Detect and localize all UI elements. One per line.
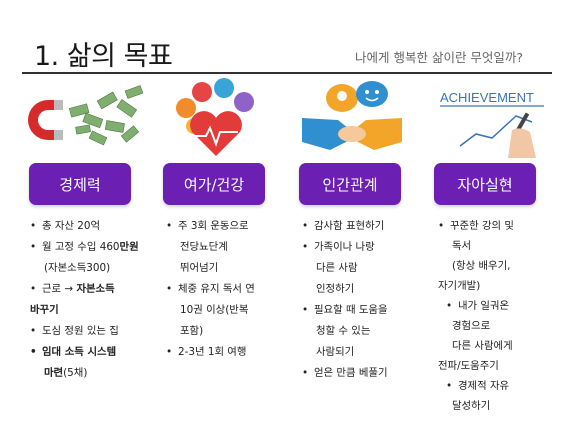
list-item-cont: 청할 수 있는 <box>316 325 371 337</box>
list-item: 총 자산 20억 <box>30 216 139 237</box>
list-item-cont: 10권 이상(반복 <box>180 304 249 316</box>
self-list: 꾸준한 강의 및 독서 (항상 배우기, 자기개발) 내가 일궈온 경험으로 다… <box>438 216 514 416</box>
list-item: 경제적 자유 <box>438 376 514 396</box>
drink-icon <box>234 92 254 112</box>
achievement-text: ACHIEVEMENT <box>440 90 534 105</box>
list-item: 얻은 만큼 베풀기 <box>302 363 388 384</box>
list-item: 임대 소득 시스템 <box>30 342 139 363</box>
list-item-cont: 사람되기 <box>316 346 355 358</box>
category-leisure-health: 여가/건강 <box>163 163 265 205</box>
page-title: 1. 삶의 목표 <box>34 41 173 72</box>
handshake-image <box>302 81 402 150</box>
list-item-cont: (항상 배우기, <box>452 260 511 272</box>
list-item-cont: 바꾸기 <box>30 304 59 316</box>
list-item-cont: 자기개발) <box>438 280 481 292</box>
list-item: 가족이나 나랑 <box>302 237 388 258</box>
leisure-list: 주 3회 운동으로 전당뇨단계 뛰어넘기 체중 유지 독서 연 10권 이상(반… <box>166 216 255 363</box>
magnet-money-image <box>28 85 144 146</box>
magnet-icon <box>28 100 63 140</box>
list-item-cont: 뛰어넘기 <box>180 262 219 274</box>
list-item: 2-3년 1회 여행 <box>166 342 255 363</box>
list-item-cont: (자본소득300) <box>44 262 111 274</box>
list-item: 체중 유지 독서 연 <box>166 279 255 300</box>
apple-icon <box>192 82 212 102</box>
list-item-cont: 다른 사람 <box>316 262 358 274</box>
list-item: 내가 일궈온 <box>438 296 514 316</box>
list-item-cont: 전당뇨단계 <box>180 241 228 253</box>
title-divider <box>22 72 552 74</box>
money-icon <box>68 85 144 146</box>
list-item: 월 고정 수입 460만원 <box>30 237 139 258</box>
list-item: 꾸준한 강의 및 <box>438 216 514 236</box>
list-item-cont: 다른 사람에게 <box>452 340 513 352</box>
smile-bubble-icon <box>356 81 388 107</box>
hand-pen-icon <box>508 112 536 158</box>
handshake-icon <box>302 118 402 150</box>
list-item-cont: 마련(5채) <box>44 367 88 379</box>
bike-icon <box>176 98 196 118</box>
list-item: 근로 → 자본소득 <box>30 279 139 300</box>
achievement-image: ACHIEVEMENT <box>440 90 544 158</box>
heart-icon <box>190 111 242 156</box>
list-item: 주 3회 운동으로 <box>166 216 255 237</box>
relations-list: 감사함 표현하기 가족이나 나랑 다른 사람 인정하기 필요할 때 도움을 청할… <box>302 216 388 384</box>
list-item-cont: 독서 <box>452 240 472 252</box>
list-item-cont: 달성하기 <box>452 400 491 412</box>
economy-list: 총 자산 20억 월 고정 수입 460만원 (자본소득300) 근로 → 자본… <box>30 216 139 384</box>
list-item: 필요할 때 도움을 <box>302 300 388 321</box>
list-item-cont: 포함) <box>180 325 204 337</box>
category-economy: 경제력 <box>29 163 131 205</box>
list-item: 도심 정원 있는 집 <box>30 321 139 342</box>
category-self-realization: 자아실현 <box>434 163 536 205</box>
list-item-cont: 전파/도움주기 <box>438 360 499 372</box>
list-item: 감사함 표현하기 <box>302 216 388 237</box>
category-relationships: 인간관계 <box>299 163 401 205</box>
gym-icon <box>214 78 234 98</box>
health-heart-image <box>176 78 254 156</box>
list-item-cont: 경험으로 <box>452 320 491 332</box>
list-item-cont: 인정하기 <box>316 283 355 295</box>
page-subtitle: 나에게 행복한 삶이란 무엇일까? <box>355 50 524 65</box>
